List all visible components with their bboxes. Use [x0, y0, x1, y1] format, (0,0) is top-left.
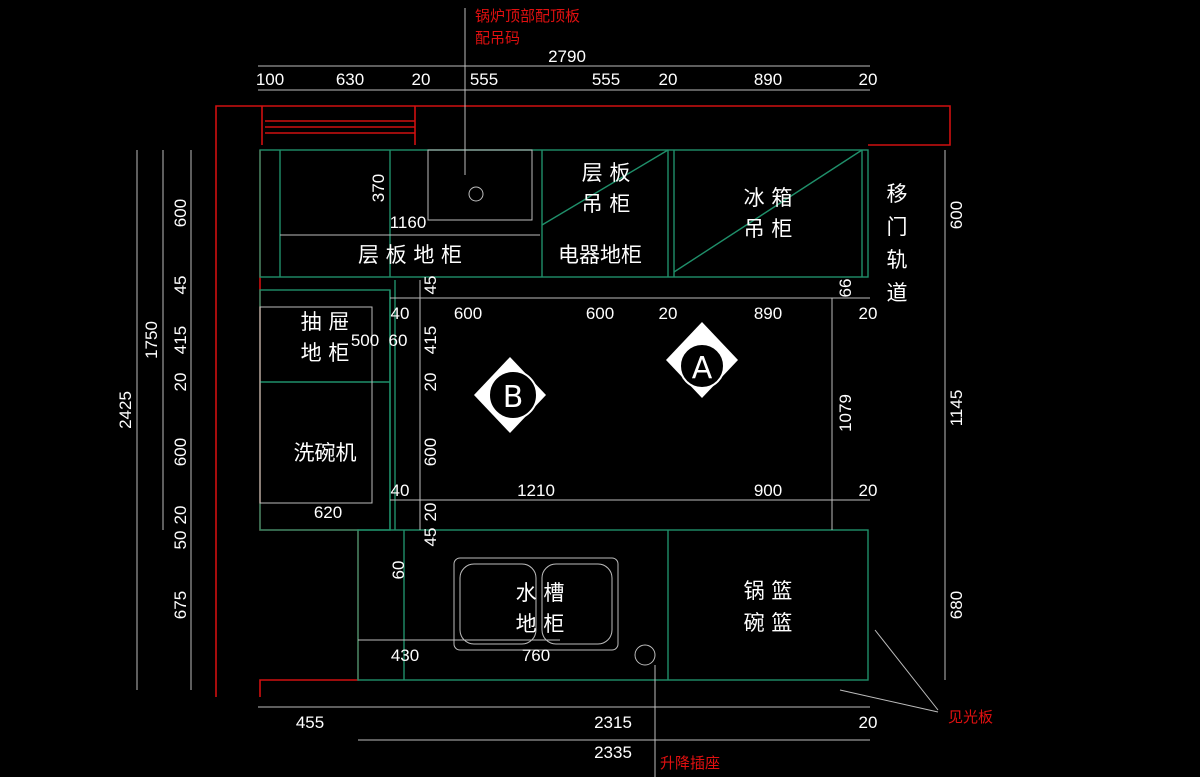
note-boiler-2: 配吊码: [475, 29, 520, 47]
view-marker-b: B: [474, 357, 546, 433]
label-track: 轨: [887, 248, 908, 272]
view-marker-a: A: [666, 322, 738, 398]
dim-left: 415: [171, 326, 190, 354]
label-dishwasher: 洗碗机: [294, 441, 357, 465]
dim-left-total: 2425: [116, 391, 135, 429]
dim-right: 680: [947, 591, 966, 619]
dim-top: 555: [592, 70, 620, 89]
dim-row1: 40: [391, 304, 410, 323]
dim-row1: 20: [859, 304, 878, 323]
dim-left: 20: [171, 373, 190, 392]
dim-430: 430: [391, 646, 419, 665]
label-track: 道: [887, 281, 908, 305]
label-fridge-wall-1: 冰 箱: [744, 186, 793, 210]
dim-row2: 1210: [517, 481, 555, 500]
label-basket-2: 碗 篮: [744, 611, 793, 635]
dim-top: 100: [256, 70, 284, 89]
dim-20: 20: [421, 373, 440, 392]
dim-left: 45: [171, 276, 190, 295]
dim-top-total: 2790: [548, 47, 586, 66]
label-sink-2: 地 柜: [516, 612, 565, 636]
dim-1079: 1079: [836, 394, 855, 432]
dim-45b: 45: [421, 528, 440, 547]
note-lift-socket: 升降插座: [660, 754, 720, 772]
dim-row2: 40: [391, 481, 410, 500]
dim-top: 20: [859, 70, 878, 89]
label-shelf-wall-2: 吊 柜: [582, 192, 631, 216]
dim-415: 415: [421, 326, 440, 354]
dim-500: 500: [351, 331, 379, 350]
dim-45: 45: [421, 276, 440, 295]
dim-row1: 600: [454, 304, 482, 323]
dim-top: 555: [470, 70, 498, 89]
label-drawer-1: 抽 屉: [301, 310, 350, 334]
dim-620: 620: [314, 503, 342, 522]
label-shelf-base: 层 板 地 柜: [358, 243, 462, 267]
dim-bottom: 2315: [594, 713, 632, 732]
note-visible-panel: 见光板: [948, 708, 993, 726]
dim-370: 370: [369, 174, 388, 202]
label-track: 移: [887, 182, 908, 206]
label-sink-1: 水 槽: [516, 581, 565, 605]
dim-right: 1145: [947, 390, 966, 427]
dim-600: 600: [421, 438, 440, 466]
label-basket-1: 锅 篮: [744, 579, 793, 603]
dim-60: 60: [389, 331, 408, 350]
dim-1160: 1160: [390, 213, 427, 232]
dim-left: 20: [171, 506, 190, 525]
dim-60b: 60: [389, 561, 408, 580]
view-label-a: A: [692, 351, 713, 386]
dim-760: 760: [522, 646, 550, 665]
label-shelf-wall-1: 层 板: [582, 161, 631, 185]
label-appliance-base: 电器地柜: [558, 243, 642, 267]
dim-row1: 890: [754, 304, 782, 323]
dim-top: 20: [412, 70, 431, 89]
label-fridge-wall-2: 吊 柜: [744, 217, 793, 241]
label-drawer-2: 地 柜: [301, 341, 350, 365]
label-track: 门: [887, 215, 908, 239]
dim-bottom: 455: [296, 713, 324, 732]
dim-left: 600: [171, 438, 190, 466]
dim-right: 600: [947, 201, 966, 229]
dim-top: 890: [754, 70, 782, 89]
dim-row2: 20: [859, 481, 878, 500]
dim-row1: 20: [659, 304, 678, 323]
dimension-lines: [136, 8, 946, 777]
dim-bottom-total: 2335: [594, 743, 632, 762]
dim-left: 675: [171, 591, 190, 619]
dim-66: 66: [836, 279, 855, 298]
dim-row2: 900: [754, 481, 782, 500]
dim-left: 50: [171, 531, 190, 550]
dim-left-sub: 1750: [142, 321, 161, 359]
dim-bottom: 20: [859, 713, 878, 732]
dim-row1: 600: [586, 304, 614, 323]
dim-top: 20: [659, 70, 678, 89]
dim-20b: 20: [421, 503, 440, 522]
dim-left: 600: [171, 199, 190, 227]
dim-top: 630: [336, 70, 364, 89]
view-label-b: B: [503, 380, 524, 415]
note-boiler-1: 锅炉顶部配顶板: [475, 7, 580, 25]
